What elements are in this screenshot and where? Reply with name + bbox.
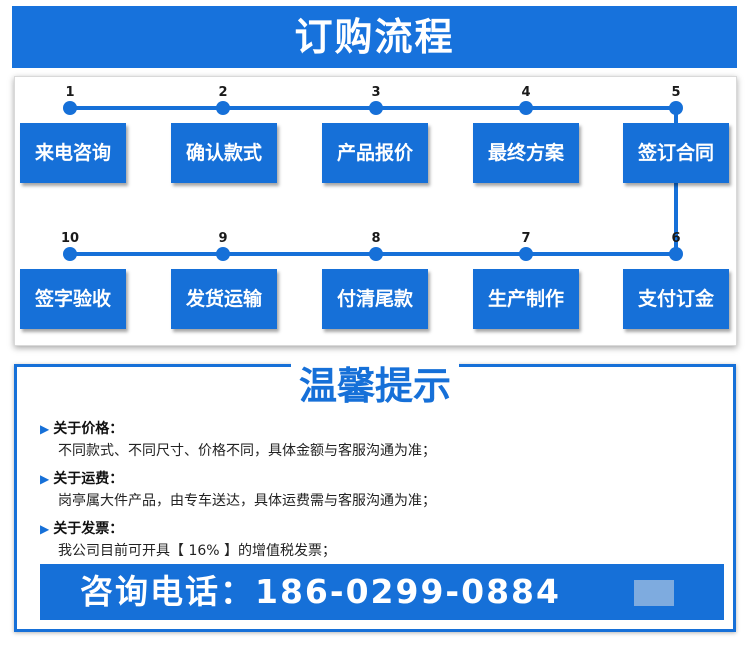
tips-title: 温馨提示 [290, 360, 459, 412]
step-box-1: 来电咨询 [20, 123, 126, 183]
tip-body-invoice: 我公司目前可开具【 16% 】的增值税发票； [58, 543, 337, 559]
step-dot [369, 101, 383, 115]
step-box-8: 付清尾款 [322, 269, 428, 329]
step-dot [63, 101, 77, 115]
step-number: 7 [521, 231, 531, 246]
step-dot [63, 247, 77, 261]
page-title: 订购流程 [294, 15, 455, 59]
triangle-right-icon: ▶ [40, 472, 50, 486]
step-dot [669, 101, 683, 115]
step-dot [369, 247, 383, 261]
step-dot [519, 101, 533, 115]
watermark-patch [634, 580, 674, 606]
step-number: 4 [521, 85, 531, 100]
triangle-right-icon: ▶ [40, 422, 50, 436]
step-number: 2 [218, 85, 228, 100]
step-box-9: 发货运输 [171, 269, 277, 329]
step-box-3: 产品报价 [322, 123, 428, 183]
step-dot [519, 247, 533, 261]
step-number: 3 [371, 85, 381, 100]
step-dot [669, 247, 683, 261]
tip-heading-price: ▶关于价格： [40, 421, 124, 437]
phone-number: 咨询电话：186-0299-0884 [80, 572, 561, 611]
step-box-5: 签订合同 [623, 123, 729, 183]
step-number: 1 [65, 85, 75, 100]
triangle-right-icon: ▶ [40, 522, 50, 536]
tip-body-shipping: 岗亭属大件产品，由专车送达，具体运费需与客服沟通为准； [58, 493, 436, 509]
step-number: 9 [218, 231, 228, 246]
step-box-7: 生产制作 [473, 269, 579, 329]
step-box-4: 最终方案 [473, 123, 579, 183]
step-dot [216, 101, 230, 115]
header-banner: 订购流程 [12, 6, 737, 68]
step-box-6: 支付订金 [623, 269, 729, 329]
step-number: 10 [60, 231, 80, 246]
tip-heading-invoice: ▶关于发票： [40, 521, 124, 537]
step-box-10: 签字验收 [20, 269, 126, 329]
phone-banner: 咨询电话：186-0299-0884 [40, 564, 724, 620]
step-number: 8 [371, 231, 381, 246]
tip-body-price: 不同款式、不同尺寸、价格不同，具体金额与客服沟通为准； [58, 443, 436, 459]
step-number: 5 [671, 85, 681, 100]
process-panel: 1 来电咨询 2 确认款式 3 产品报价 4 最终方案 5 签订合同 10 签字… [14, 76, 737, 346]
step-box-2: 确认款式 [171, 123, 277, 183]
tips-title-wrap: 温馨提示 [0, 360, 750, 412]
step-number: 6 [671, 231, 681, 246]
step-dot [216, 247, 230, 261]
tip-heading-shipping: ▶关于运费： [40, 471, 124, 487]
